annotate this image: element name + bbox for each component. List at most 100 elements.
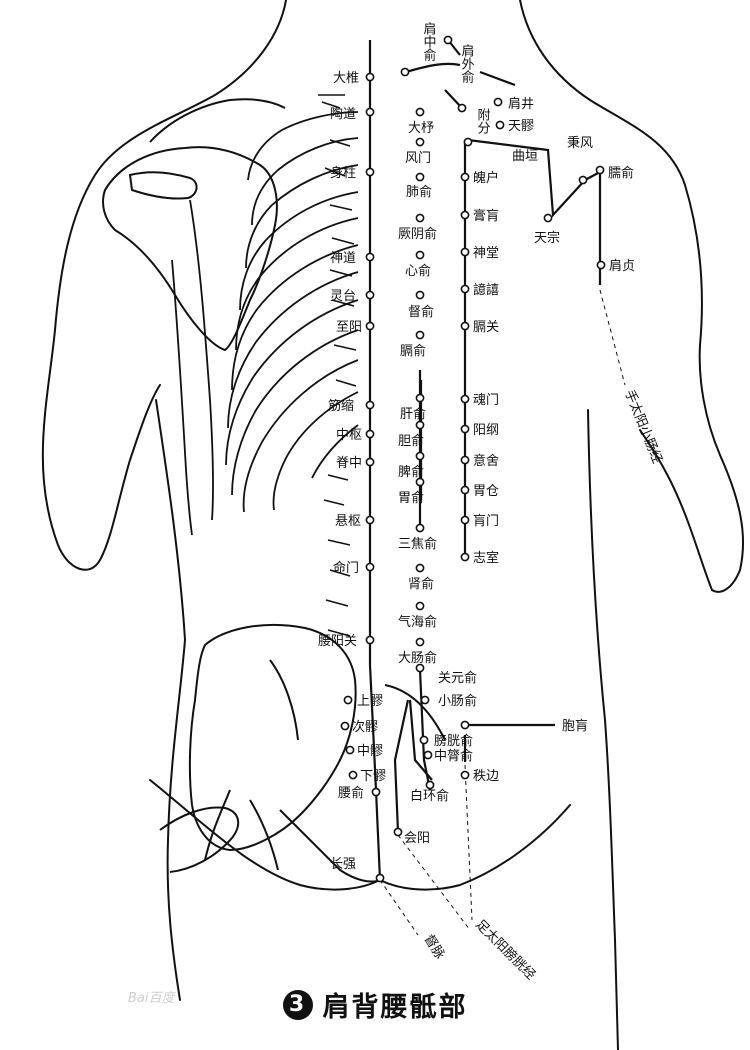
point-labels: 大椎 陶道 身柱 神道 灵台 至阳 筋缩 中枢 脊中 悬枢 命门 腰阳关 上髎 …	[318, 21, 635, 872]
label-jinsuo: 筋缩	[328, 398, 354, 414]
label-governor-vessel: 督脉	[421, 932, 448, 962]
label-yaoshu: 腰俞	[338, 785, 364, 801]
label-ciliao: 次髎	[352, 719, 378, 735]
label-baihuanshu: 白环俞	[410, 788, 449, 804]
pelvis	[159, 623, 446, 883]
acupoint-fufen	[457, 103, 467, 113]
label-lingtai: 灵台	[330, 289, 356, 304]
acupoint-yaoyangguan	[365, 635, 375, 645]
label-huiyang: 会阳	[404, 831, 430, 846]
label-naoshu: 臑俞	[608, 165, 634, 181]
acupoint-jianwaishu	[400, 67, 410, 77]
label-tianzong: 天宗	[534, 230, 560, 246]
dashed-leaders	[379, 289, 626, 936]
acupoint-naoshu	[595, 165, 605, 175]
label-hunmen: 魂门	[473, 392, 499, 408]
acupoint-pangguangshu	[419, 735, 429, 745]
label-weishu: 胃俞	[398, 490, 424, 506]
label-xialiao: 下髎	[360, 769, 386, 784]
acupoint-jianzhongshu	[443, 35, 453, 45]
acupoint-zhibian	[460, 770, 470, 780]
acupoint-pohu	[460, 172, 470, 182]
acupoint-guanyuanshu	[415, 663, 425, 673]
label-dazhui: 大椎	[333, 71, 359, 86]
label-dushu: 督俞	[408, 304, 434, 320]
scapula	[102, 98, 286, 352]
acupoint-jinsuo	[365, 400, 375, 410]
acupoint-baihuanshu	[425, 780, 435, 790]
label-fufen: 附分	[475, 108, 491, 135]
label-guanyuanshu: 关元俞	[438, 670, 477, 686]
label-jianwaishu: 肩外俞	[459, 43, 475, 83]
label-fengmen: 风门	[405, 151, 431, 166]
acupoint-shangliao	[343, 695, 353, 705]
acupoint-dazhui	[365, 72, 375, 82]
label-bingfeng: 秉风	[567, 135, 593, 151]
acupoint-jizhong	[365, 457, 375, 467]
label-shendao: 神道	[330, 251, 356, 266]
acupoint-geshu	[415, 330, 425, 340]
label-jueyinshu: 厥阴俞	[398, 226, 437, 242]
label-geguan: 膈关	[473, 320, 499, 335]
acupoint-huangmen	[460, 515, 470, 525]
acupoint-shenshu	[415, 563, 425, 573]
acupoint-hunmen	[460, 394, 470, 404]
label-bladder-meridian: 足太阳膀胱经	[472, 917, 538, 983]
acupoint-gaohuang	[460, 210, 470, 220]
acupoint-yixi	[460, 284, 470, 294]
label-jianjing: 肩井	[508, 96, 534, 112]
label-sanjiaoshu: 三焦俞	[398, 536, 437, 552]
label-zhibian: 秩边	[473, 769, 499, 784]
label-xinshu: 心俞	[405, 263, 431, 279]
label-pishu: 脾俞	[398, 464, 424, 480]
acupoint-shentang	[460, 247, 470, 257]
acupoint-zhishi	[460, 552, 470, 562]
acupoint-pishu	[415, 451, 425, 461]
acupoint-xialiao	[348, 770, 358, 780]
body-outline	[41, 0, 745, 1050]
acupoint-dazhu	[415, 107, 425, 117]
label-weicang: 胃仓	[473, 484, 499, 499]
label-jianzhongshu: 肩中俞	[421, 21, 437, 61]
acupoint-shendao	[365, 252, 375, 262]
label-pangguangshu: 膀胱俞	[434, 733, 473, 749]
label-zhongshu: 中枢	[336, 428, 362, 443]
label-xiaochangshu: 小肠俞	[438, 693, 477, 709]
acupoint-danshu	[415, 420, 425, 430]
acupoint-bingfeng	[578, 175, 588, 185]
label-dazhu: 大杼	[408, 121, 434, 136]
acupoint-shenzhu	[365, 167, 375, 177]
label-yishe: 意舍	[473, 453, 499, 469]
label-jianzhen: 肩贞	[609, 258, 635, 274]
label-zhishi: 志室	[473, 550, 499, 566]
label-small-intestine-meridian: 手太阳小肠经	[621, 388, 664, 466]
acupoint-changqiang	[375, 873, 385, 883]
label-qihaishu: 气海俞	[398, 614, 437, 630]
acupoint-xinshu	[415, 250, 425, 260]
caption-number: 3	[282, 989, 313, 1020]
label-ganshu: 肝俞	[400, 406, 426, 422]
label-yanggang: 阳纲	[473, 423, 499, 438]
acupoint-mingmen	[365, 562, 375, 572]
ribcage	[171, 111, 359, 536]
acupoint-zhongliao	[345, 745, 355, 755]
acupoint-tianliao	[495, 120, 505, 130]
label-dachangshu: 大肠俞	[398, 650, 437, 666]
acupoint-quyuan	[463, 137, 473, 147]
acupoint-xiaochangshu	[420, 695, 430, 705]
acupoint-jianjing	[493, 97, 503, 107]
acupoint-weishu	[415, 477, 425, 487]
acupoint-huiyang	[393, 827, 403, 837]
governor-vessel-line	[368, 40, 382, 881]
label-yaoyangguan: 腰阳关	[318, 634, 357, 649]
watermark: Bai百度	[128, 991, 175, 1006]
label-zhongliao: 中髎	[357, 744, 383, 759]
acupoint-qihaishu	[415, 601, 425, 611]
label-shentang: 神堂	[473, 246, 499, 261]
acupoint-jueyinshu	[415, 213, 425, 223]
label-huangmen: 肓门	[473, 513, 499, 529]
label-shenzhu: 身柱	[330, 165, 356, 181]
acupoint-zhonglvshu	[423, 750, 433, 760]
